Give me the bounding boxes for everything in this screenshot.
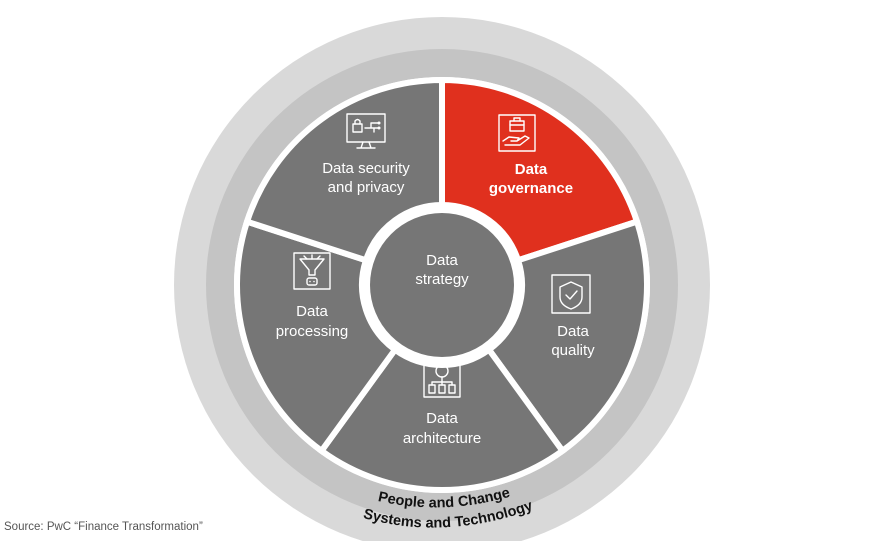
segment-architecture-label-line1: Data	[426, 410, 458, 427]
segment-processing-label-line1: Data	[296, 303, 328, 320]
segment-governance[interactable]	[439, 76, 641, 265]
data-strategy-center[interactable]	[370, 213, 514, 357]
segment-processing-label-line2: processing	[276, 323, 349, 340]
funnel-processing-icon	[293, 252, 331, 290]
briefcase-hand-icon	[498, 114, 536, 152]
shield-check-icon	[551, 274, 591, 314]
source-note: Source: PwC “Finance Transformation”	[4, 521, 203, 533]
segment-governance-label-line1: Data	[515, 161, 548, 178]
segment-security-label-line2: and privacy	[328, 179, 405, 196]
segment-governance-label-line2: governance	[489, 180, 573, 197]
segment-quality[interactable]	[484, 217, 650, 456]
center-label-line1: Data	[426, 252, 458, 269]
segments-group: DatagovernanceDataqualityDataarchitectur…	[234, 76, 650, 493]
segment-security[interactable]	[243, 76, 445, 265]
segment-quality-label-line2: quality	[551, 342, 595, 359]
lock-monitor-icon	[346, 113, 386, 149]
segment-architecture-label-line2: architecture	[403, 430, 481, 447]
center-label-line2: strategy	[415, 271, 469, 288]
segment-security-label-line1: Data security	[322, 160, 410, 177]
segment-quality-label-line1: Data	[557, 323, 589, 340]
segment-processing[interactable]	[234, 217, 400, 456]
